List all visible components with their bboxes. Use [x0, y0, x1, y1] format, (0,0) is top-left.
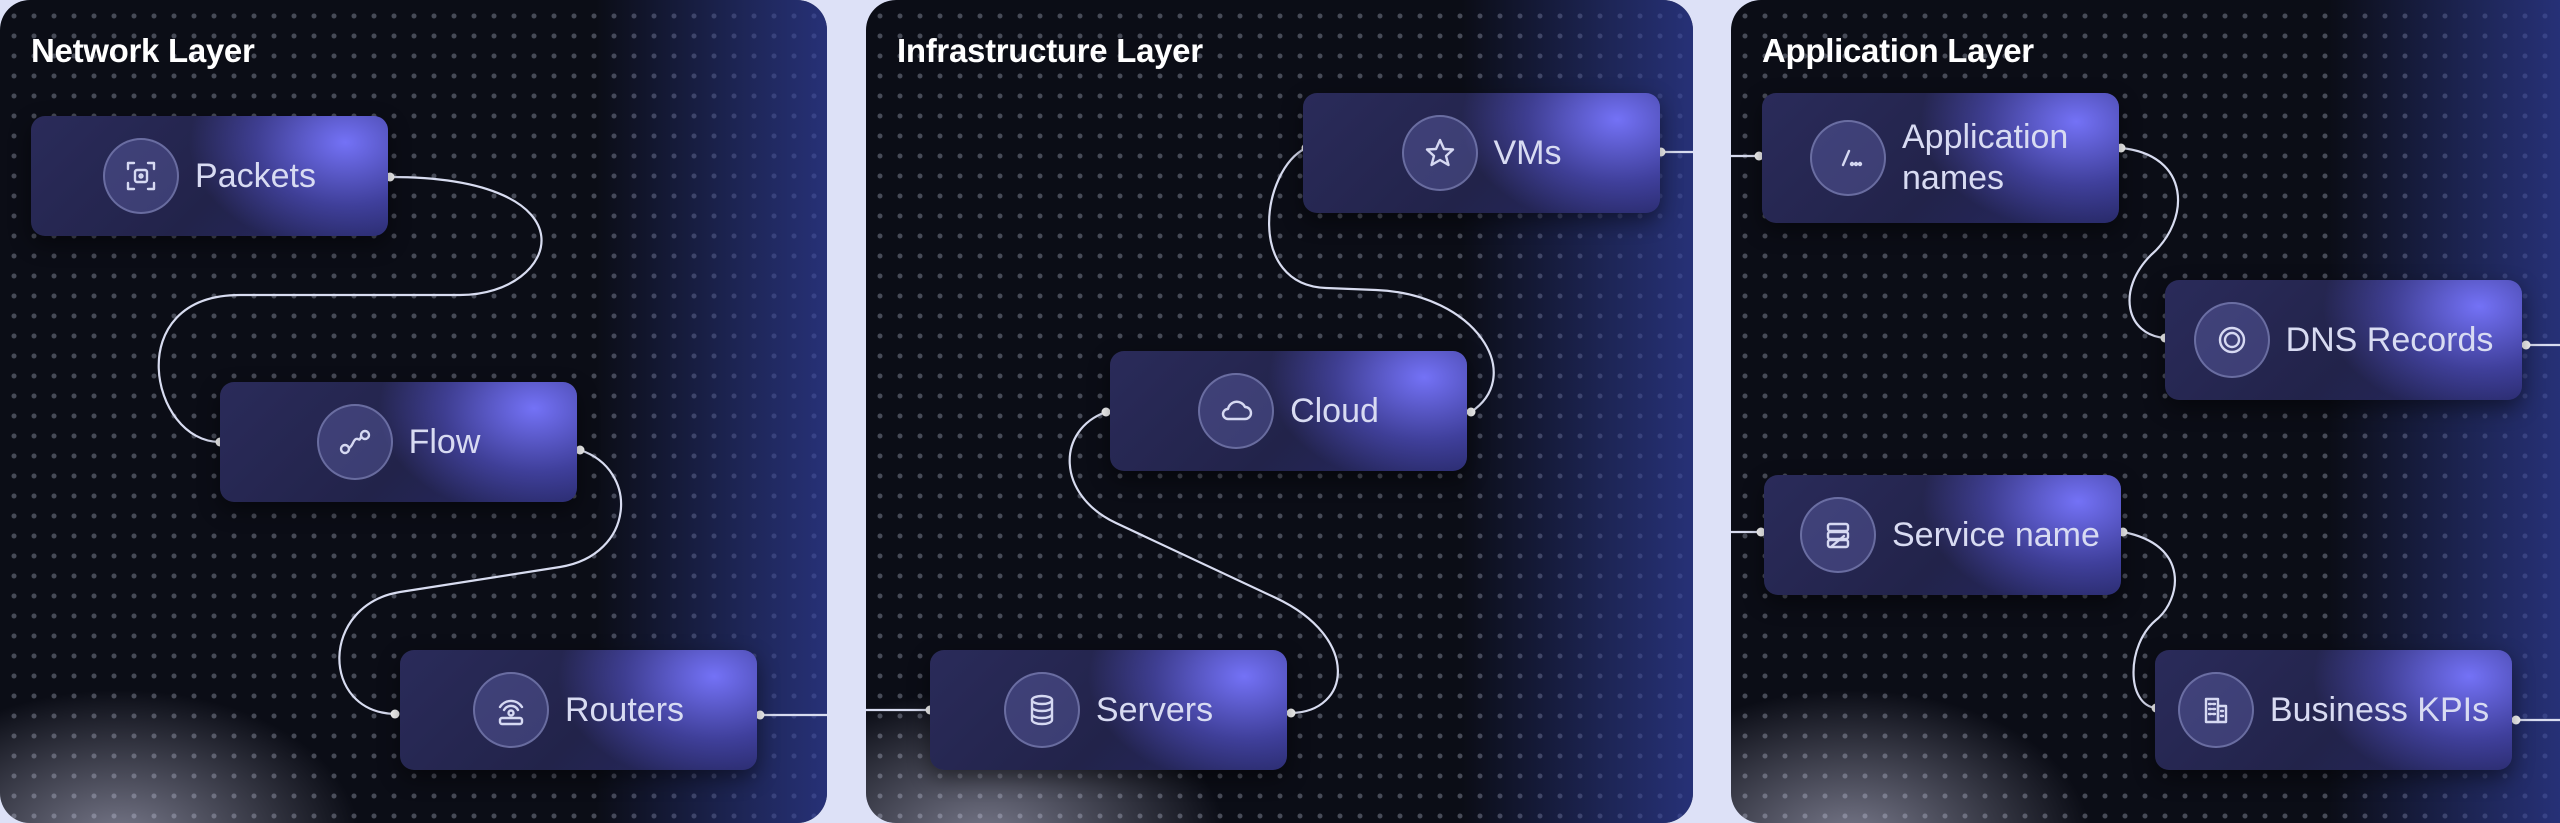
node-service-name[interactable]: Service name [1764, 475, 2121, 595]
flow-icon [316, 404, 393, 480]
router-icon [472, 672, 549, 748]
node-servers-label: Servers [1095, 690, 1214, 729]
node-dns-records-label: DNS Records [2285, 320, 2494, 359]
infrastructure-layer-panel: Infrastructure Layer VMs Cloud Servers [866, 0, 1693, 823]
port-dot [2521, 340, 2531, 350]
connector-cloud-servers [1068, 410, 1339, 715]
node-flow[interactable]: Flow [220, 382, 577, 502]
app-names-icon [1810, 120, 1886, 196]
node-dns-records[interactable]: DNS Records [2165, 280, 2522, 400]
node-routers-label: Routers [564, 690, 685, 729]
port-dot [1754, 151, 1764, 161]
port-dot [575, 445, 585, 455]
network-layer-title: Network Layer [31, 32, 255, 69]
node-cloud-label: Cloud [1290, 391, 1379, 430]
application-layer-panel: Application Layer Application names DNS … [1731, 0, 2560, 823]
node-packets-label: Packets [195, 156, 316, 195]
service-icon [1800, 497, 1876, 573]
cloud-icon [1198, 373, 1275, 449]
port-dot [1756, 527, 1766, 537]
node-service-name-label: Service name [1892, 515, 2100, 554]
application-layer-title: Application Layer [1762, 32, 2034, 69]
database-icon [1003, 672, 1080, 748]
node-packets[interactable]: Packets [31, 116, 388, 236]
dns-icon [2193, 302, 2270, 378]
port-dot [1286, 708, 1296, 718]
connector-service-kpis [2122, 530, 2176, 710]
network-layer-panel: Network Layer Packets Flow Routers [0, 0, 827, 823]
connector-appnames-dns [2120, 146, 2180, 340]
node-routers[interactable]: Routers [400, 650, 757, 770]
node-business-kpis-label: Business KPIs [2269, 690, 2490, 729]
node-servers[interactable]: Servers [930, 650, 1287, 770]
port-dot [1466, 407, 1476, 417]
buildings-icon [2177, 672, 2254, 748]
node-cloud[interactable]: Cloud [1110, 351, 1467, 471]
port-dot [1101, 407, 1111, 417]
node-vms-label: VMs [1493, 133, 1562, 172]
star-icon [1401, 115, 1478, 191]
node-business-kpis[interactable]: Business KPIs [2155, 650, 2512, 770]
port-dot [390, 709, 400, 719]
connector-flow-routers [338, 448, 623, 716]
port-dot [2511, 715, 2521, 725]
packet-scan-icon [103, 138, 180, 214]
node-application-names[interactable]: Application names [1762, 93, 2119, 223]
connector-packets-flow [157, 175, 543, 444]
node-vms[interactable]: VMs [1303, 93, 1660, 213]
connector-vms-cloud [1268, 147, 1495, 413]
infrastructure-layer-title: Infrastructure Layer [897, 32, 1203, 69]
node-flow-label: Flow [408, 422, 481, 461]
port-dot [755, 710, 765, 720]
node-application-names-label: Application names [1902, 118, 2069, 197]
network-connectors [157, 172, 827, 720]
